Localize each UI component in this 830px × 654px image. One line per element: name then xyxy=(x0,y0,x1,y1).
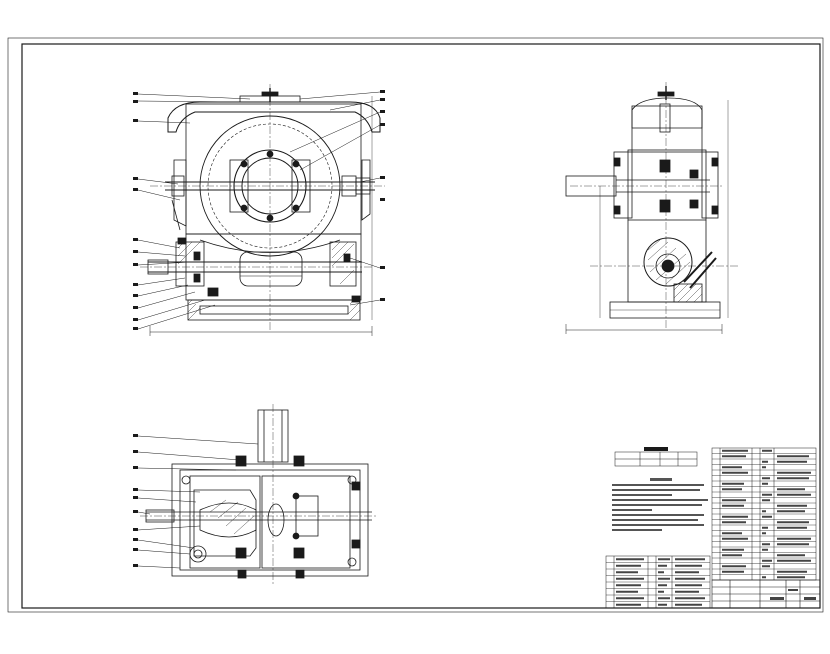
front-leader-tags xyxy=(133,90,385,330)
lower-parts-text xyxy=(616,558,705,606)
top-view xyxy=(133,404,378,586)
parts-cell-text xyxy=(777,488,805,491)
parts-cell-text xyxy=(722,466,742,469)
parts-cell-text xyxy=(762,565,770,568)
lower-cell-text xyxy=(675,590,699,593)
parts-cell-text xyxy=(722,521,746,524)
parts-cell-text xyxy=(722,570,744,573)
parts-cell-text xyxy=(722,499,746,502)
lower-cell-text xyxy=(616,577,644,580)
parts-cell-text xyxy=(722,488,742,491)
parts-cell-text xyxy=(777,526,807,529)
parts-cell-text xyxy=(762,493,772,496)
lower-cell-text xyxy=(616,558,644,561)
lower-parts-rows xyxy=(606,562,710,602)
lower-cell-text xyxy=(616,603,641,606)
lower-cell-text xyxy=(675,603,702,606)
parts-cell-text xyxy=(777,559,811,562)
parts-cell-text xyxy=(722,532,742,535)
parts-cell-text xyxy=(722,548,744,551)
lower-cell-text xyxy=(658,584,667,587)
parts-cell-text xyxy=(777,510,805,513)
lower-cell-text xyxy=(658,603,667,606)
lower-cell-text xyxy=(616,564,641,567)
parts-cell-text xyxy=(762,482,768,485)
lower-cell-text xyxy=(616,584,641,587)
parts-list-rows xyxy=(712,453,816,575)
sheet-border xyxy=(7,37,824,613)
parts-cell-text xyxy=(777,455,809,458)
parts-cell-text xyxy=(777,504,807,507)
lower-cell-text xyxy=(675,564,702,567)
lower-cell-text xyxy=(675,558,705,561)
parts-cell-text xyxy=(777,460,807,463)
parts-cell-text xyxy=(777,570,807,573)
lower-cell-text xyxy=(675,584,702,587)
parts-cell-text xyxy=(722,449,748,452)
parts-cell-text xyxy=(777,576,805,579)
parts-cell-text xyxy=(762,515,772,518)
parts-cell-text xyxy=(762,460,768,463)
parts-cell-text xyxy=(762,559,772,562)
parts-cell-text xyxy=(762,466,766,469)
parts-cell-text xyxy=(762,449,772,452)
parts-cell-text xyxy=(762,576,766,579)
parts-cell-text xyxy=(722,565,746,568)
parts-cell-text xyxy=(762,510,766,513)
front-leader-lines xyxy=(137,91,381,330)
parts-cell-text xyxy=(722,471,748,474)
parts-cell-text xyxy=(722,504,744,507)
parts-cell-text xyxy=(762,526,768,529)
front-view xyxy=(133,84,385,336)
title-block xyxy=(711,579,821,609)
lower-cell-text xyxy=(658,564,667,567)
lower-cell-text xyxy=(658,558,670,561)
parts-cell-text xyxy=(777,543,809,546)
lower-cell-text xyxy=(675,571,699,574)
lower-cell-text xyxy=(658,590,664,593)
parts-cell-text xyxy=(722,455,746,458)
lower-cell-text xyxy=(675,577,705,580)
parts-cell-text xyxy=(722,554,742,557)
parts-cell-text xyxy=(777,537,811,540)
spec-table xyxy=(614,447,698,467)
parts-cell-text xyxy=(762,548,768,551)
parts-cell-text xyxy=(722,537,748,540)
parts-cell-text xyxy=(777,521,809,524)
parts-cell-text xyxy=(777,554,805,557)
lower-cell-text xyxy=(658,577,670,580)
lower-cell-text xyxy=(658,571,664,574)
technical-notes xyxy=(612,478,708,531)
parts-cell-text xyxy=(722,482,744,485)
lower-cell-text xyxy=(675,597,705,600)
parts-cell-text xyxy=(762,477,770,480)
lower-cell-text xyxy=(616,571,638,574)
lower-cell-text xyxy=(616,590,638,593)
parts-cell-text xyxy=(777,493,811,496)
parts-list-text xyxy=(722,449,811,579)
parts-cell-text xyxy=(762,532,766,535)
lower-cell-text xyxy=(658,597,670,600)
parts-cell-text xyxy=(762,499,770,502)
parts-cell-text xyxy=(762,543,770,546)
parts-cell-text xyxy=(777,471,811,474)
side-view xyxy=(565,82,740,334)
parts-cell-text xyxy=(722,515,748,518)
parts-cell-text xyxy=(777,477,809,480)
lower-cell-text xyxy=(616,597,644,600)
